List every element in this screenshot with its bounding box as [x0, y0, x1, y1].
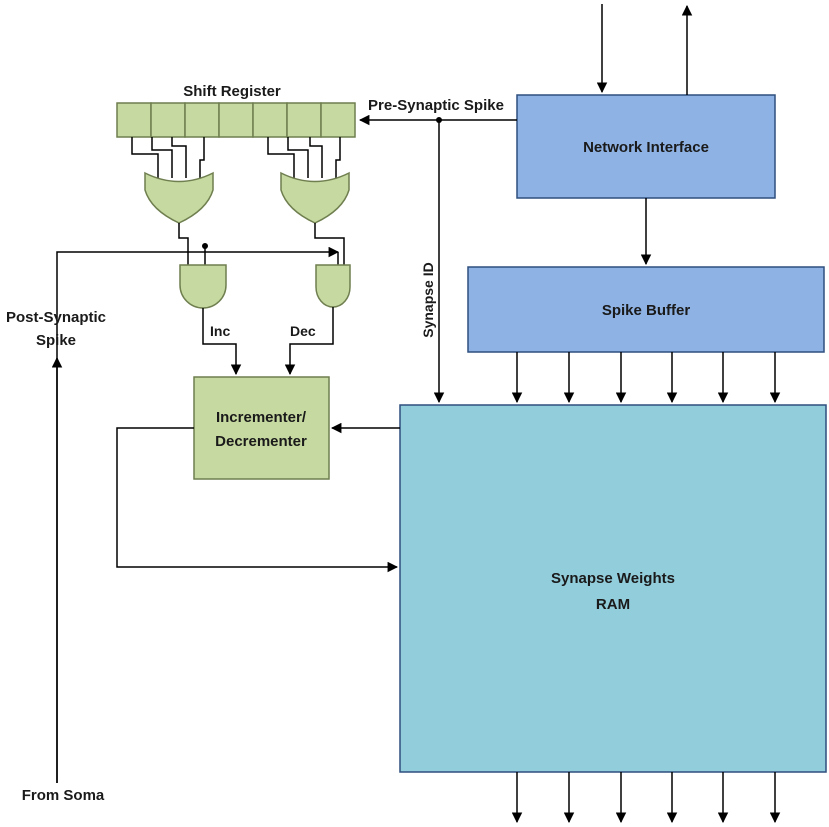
synapse-weights-ram-box [399, 404, 827, 773]
incrementer-decrementer-box [193, 376, 330, 480]
or-left-to-and-left-wire [178, 223, 189, 265]
dec-wire [284, 307, 334, 376]
inc-wire [202, 308, 242, 376]
or-gate-right [280, 171, 350, 224]
network-interface-label: Network Interface [583, 139, 709, 156]
shift-register-label: Shift Register [183, 83, 281, 100]
shift-register-cell-6 [286, 102, 322, 138]
shift-register-cell-2 [150, 102, 186, 138]
incdec-label-line2: Decrementer [215, 433, 307, 450]
ram-label-line2: RAM [596, 596, 630, 613]
shift-register-cell-5 [252, 102, 288, 138]
from-soma-label: From Soma [22, 787, 105, 804]
shift-register-cell-7 [320, 102, 356, 138]
shift-register-cell-4 [218, 102, 254, 138]
pre-synaptic-spike-label: Pre-Synaptic Spike [368, 97, 504, 114]
and-gate-right [315, 264, 351, 308]
shift-register-cell-3 [184, 102, 220, 138]
or-right-to-and-right-wire [314, 223, 345, 265]
incdec-label-line1: Incrementer/ [216, 409, 307, 426]
buffer-to-ram-arrows [511, 352, 781, 404]
dec-label: Dec [290, 323, 316, 339]
ram-output-arrows [511, 772, 781, 824]
synapse-id-label: Synapse ID [420, 262, 436, 337]
post-synaptic-label-line1: Post-Synaptic [6, 309, 106, 326]
incdec-to-ram-feedback [116, 427, 399, 573]
shift-register-cell-1 [116, 102, 152, 138]
spike-buffer-label: Spike Buffer [602, 302, 691, 319]
and-gate-left [179, 264, 227, 309]
or-gate-left [144, 171, 214, 224]
spike-buffer-box [467, 266, 825, 353]
inc-label: Inc [210, 323, 230, 339]
post-synaptic-label-line2: Spike [36, 332, 76, 349]
register-to-or-wires [131, 137, 341, 178]
shift-register [116, 102, 356, 138]
network-interface-box [516, 94, 776, 199]
ram-label-line1: Synapse Weights [551, 570, 675, 587]
